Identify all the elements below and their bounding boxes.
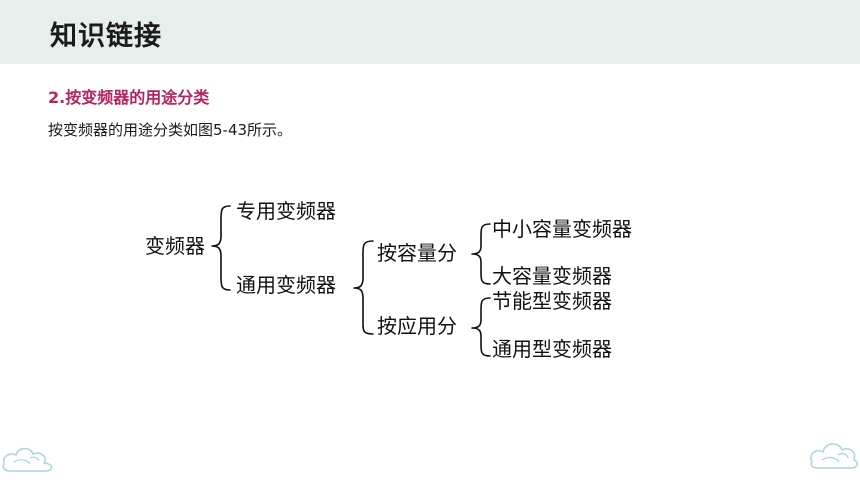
node-general-type: 通用型变频器: [492, 337, 612, 361]
node-by-application: 按应用分: [377, 314, 457, 338]
brace-general: [353, 240, 374, 335]
node-large-capacity: 大容量变频器: [492, 264, 612, 288]
node-general: 通用变频器: [236, 273, 336, 297]
section-heading: 2.按变频器的用途分类: [48, 88, 210, 107]
node-energy-saving: 节能型变频器: [492, 289, 612, 313]
body-paragraph: 按变频器的用途分类如图5-43所示。: [48, 121, 293, 139]
node-root: 变频器: [145, 234, 205, 258]
node-by-capacity: 按容量分: [377, 241, 457, 265]
cloud-decoration-right-icon: [810, 443, 858, 469]
header-bar: [0, 0, 860, 64]
brace-application: [471, 297, 491, 357]
page-title: 知识链接: [50, 21, 162, 52]
brace-capacity: [471, 223, 491, 285]
brace-root: [211, 205, 231, 291]
cloud-decoration-left-icon: [2, 447, 53, 472]
node-special: 专用变频器: [236, 199, 336, 223]
node-mid-small-capacity: 中小容量变频器: [492, 217, 632, 241]
